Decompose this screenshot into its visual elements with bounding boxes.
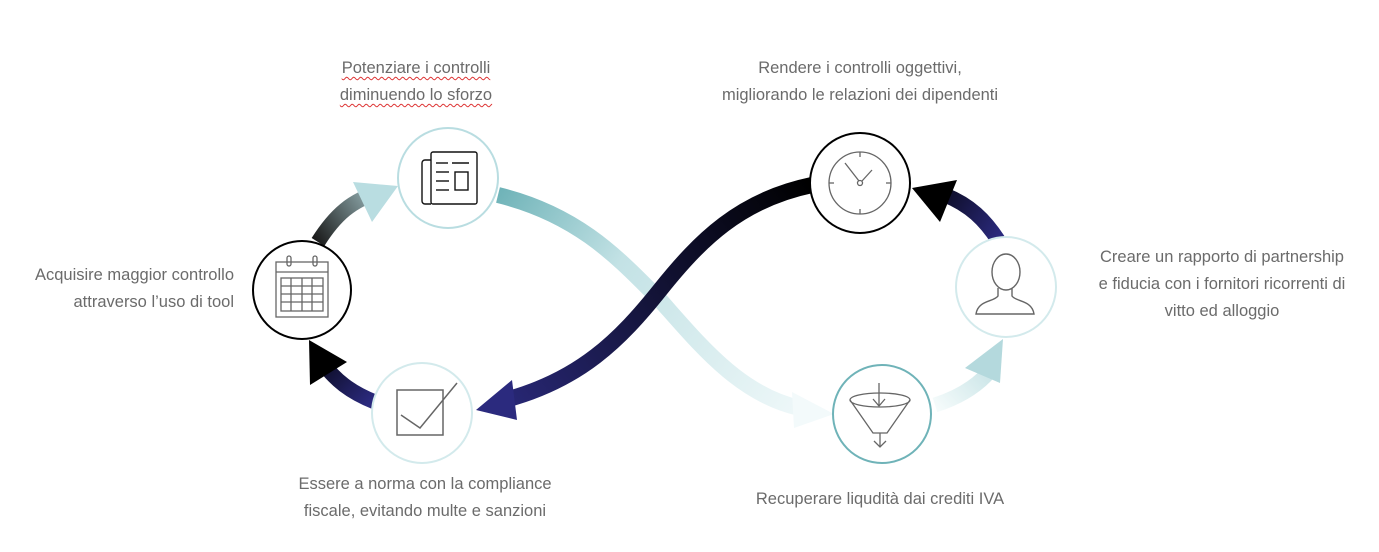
arrow-checkbox-to-calendar [309,340,378,409]
label-person: Creare un rapporto di partnership e fidu… [1074,244,1370,325]
newspaper-icon [421,151,478,205]
arrow-clock-to-checkbox [476,177,814,420]
funnel-icon [849,383,911,448]
label-clock: Rendere i controlli oggettivi, miglioran… [680,55,1040,109]
label-funnel: Recuperare liqudità dai crediti IVA [720,486,1040,513]
label-calendar: Acquisire maggior controllo attraverso l… [0,262,234,316]
label-line: Creare un rapporto di partnership [1100,248,1344,266]
label-line: migliorando le relazioni dei dipendenti [721,86,999,104]
arrow-calendar-to-newspaper [311,182,398,247]
label-line: diminuendo lo sforzo [339,86,493,104]
clock-icon [828,151,892,215]
calendar-icon [275,255,329,318]
label-line: Acquisire maggior controllo [34,266,234,284]
node-person [955,236,1057,338]
checkbox-icon [396,382,458,436]
node-funnel [832,364,932,464]
label-line: fiscale, evitando multe e sanzioni [303,502,547,520]
node-calendar [252,240,352,340]
node-newspaper [397,127,499,229]
label-line: Potenziare i controlli [341,59,491,77]
label-line: vitto ed alloggio [1164,302,1280,320]
label-line: attraverso l’uso di tool [73,293,235,311]
arrow-funnel-to-person [932,339,1003,413]
label-checkbox: Essere a norma con la compliance fiscale… [270,471,580,525]
label-line: Recuperare liqudità dai crediti IVA [755,490,1005,508]
arrow-person-to-clock [912,180,1005,245]
person-icon [975,253,1035,315]
label-newspaper: Potenziare i controlli diminuendo lo sfo… [318,55,514,109]
label-line: e fiducia con i fornitori ricorrenti di [1098,275,1346,293]
node-checkbox [371,362,473,464]
label-line: Essere a norma con la compliance [298,475,552,493]
node-clock [809,132,911,234]
label-line: Rendere i controlli oggettivi, [758,59,962,77]
